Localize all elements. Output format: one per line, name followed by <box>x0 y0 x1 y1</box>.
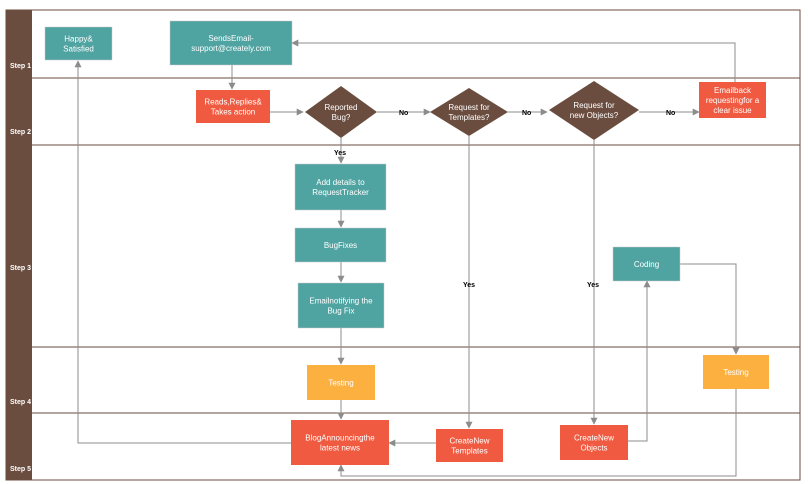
node-label-line: Reads,Replies& <box>204 98 262 107</box>
node-label-line: Request for <box>573 101 615 110</box>
lane-label-step3: Step 3 <box>10 265 31 272</box>
node-label-line: latest news <box>320 444 360 453</box>
node-testing-left: Testing <box>307 365 375 400</box>
node-label-line: CreateNew <box>449 437 489 446</box>
node-happy-satisfied: Happy&Satisfied <box>44 26 113 61</box>
node-label-line: BlogAnnouncingthe <box>305 434 375 443</box>
node-label-line: Reported <box>325 103 358 112</box>
lane-label-step5: Step 5 <box>10 466 31 473</box>
lane-label-step1: Step 1 <box>10 63 31 70</box>
edge-label-bug-yes: Yes <box>334 150 346 157</box>
node-label-line: requestingfor a <box>706 96 760 105</box>
node-reads-replies: Reads,Replies&Takes action <box>196 90 270 123</box>
node-label-line: RequestTracker <box>312 188 369 197</box>
edge-coding-to-testing <box>680 263 740 355</box>
node-label-coding: Coding <box>634 260 659 269</box>
edge-label-bug-no: No <box>399 110 408 117</box>
node-label-line: BugFixes <box>324 241 357 250</box>
node-label-line: clear issue <box>713 106 752 115</box>
node-label-line: Emailnotifying the <box>309 297 373 306</box>
edge-label-objects-yes: Yes <box>587 282 599 289</box>
node-label-line: Coding <box>634 260 659 269</box>
node-label-line: Templates <box>451 447 487 456</box>
edge-createobjects-to-coding <box>628 280 651 442</box>
node-label-sends_email: SendsEmail-support@creately.com <box>191 34 271 53</box>
node-label-line: Objects <box>580 444 607 453</box>
lane-label-step4: Step 4 <box>10 399 31 406</box>
edge-testing-to-blog-bottom <box>337 389 737 477</box>
edge-blog-to-happy <box>74 60 291 444</box>
edge-label-objects-no: No <box>666 110 675 117</box>
edge-label-templates-yes: Yes <box>463 282 475 289</box>
node-sends-email: SendsEmail-support@creately.com <box>169 20 293 66</box>
node-label-line: CreateNew <box>574 434 614 443</box>
edge-label-templates-no: No <box>522 110 531 117</box>
edge-emailback-to-email <box>291 39 736 82</box>
node-label-testing_right: Testing <box>723 368 748 377</box>
node-label-line: Templates? <box>449 113 490 122</box>
node-bug-fixes: BugFixes <box>294 227 387 263</box>
node-label-line: Satisfied <box>63 45 94 54</box>
node-label-line: Emailback <box>714 86 752 95</box>
node-label-testing_left: Testing <box>328 379 353 388</box>
node-label-line: SendsEmail- <box>208 34 254 43</box>
node-coding: Coding <box>612 246 681 282</box>
node-label-line: Bug Fix <box>327 307 354 316</box>
node-label-reads_replies: Reads,Replies&Takes action <box>204 98 262 117</box>
lane-label-step2: Step 2 <box>10 129 31 136</box>
node-label-happy: Happy&Satisfied <box>63 35 94 54</box>
node-label-line: Add details to <box>316 178 365 187</box>
node-label-line: Testing <box>328 379 353 388</box>
node-testing-right: Testing <box>703 355 769 389</box>
node-label-line: Takes action <box>211 108 255 117</box>
connectors <box>74 39 740 477</box>
node-label-line: Bug? <box>332 113 351 122</box>
node-label-line: new Objects? <box>570 111 619 120</box>
node-label-line: Request for <box>448 103 490 112</box>
node-label-line: support@creately.com <box>191 44 271 53</box>
swimlane-frame <box>5 9 801 481</box>
node-label-line: Testing <box>723 368 748 377</box>
node-label-bug_fixes: BugFixes <box>324 241 357 250</box>
node-label-line: Happy& <box>64 35 93 44</box>
